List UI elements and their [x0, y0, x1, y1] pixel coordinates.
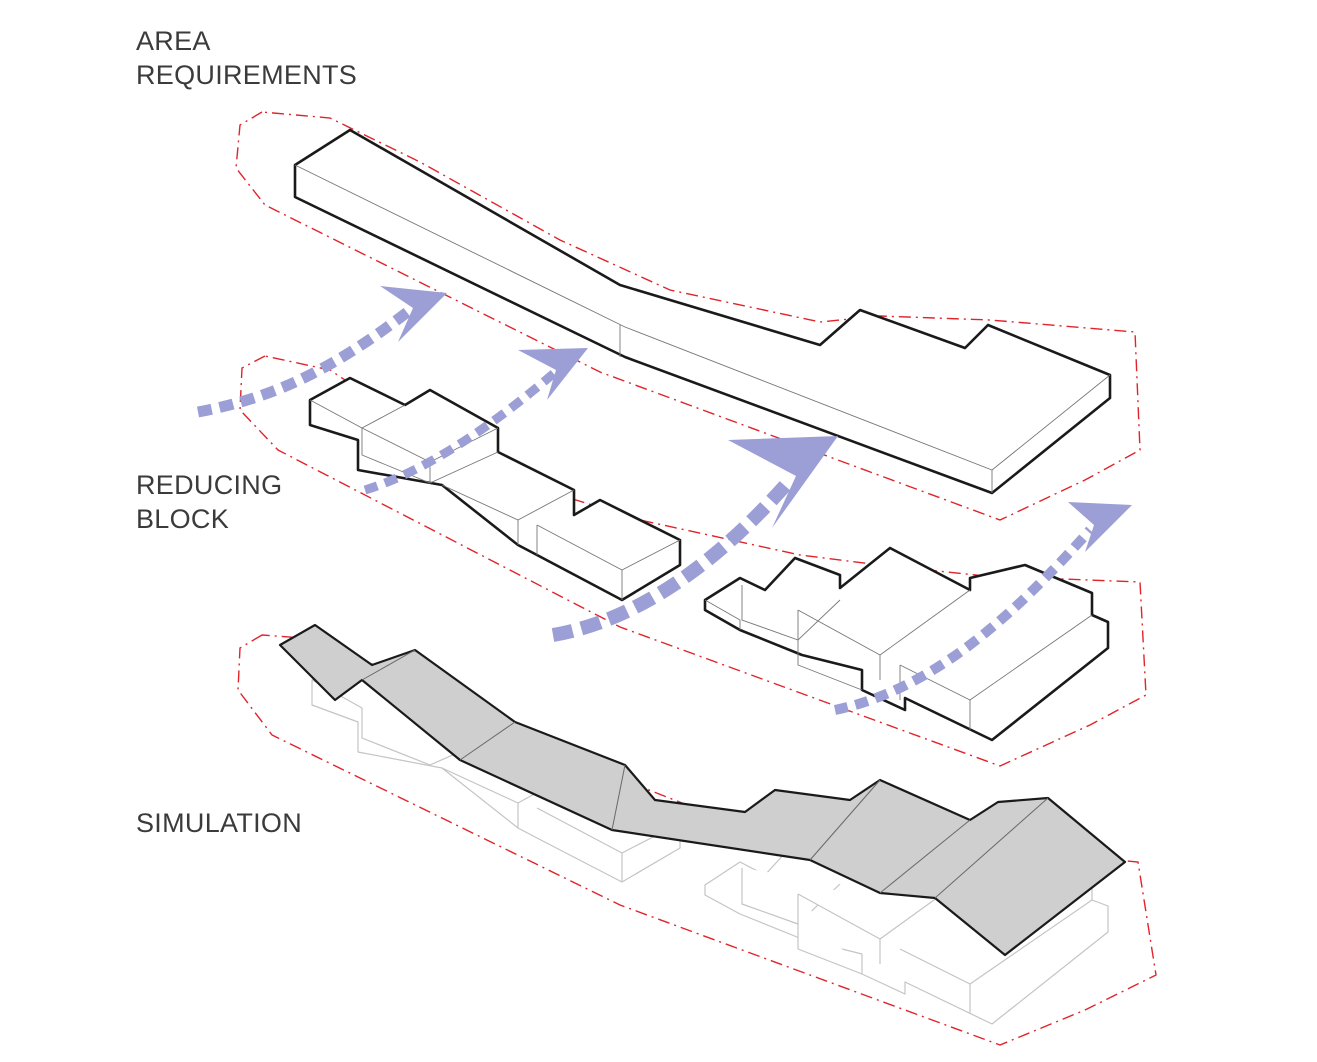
flow-arrow-3-head [728, 436, 838, 528]
flow-arrow-1-head [380, 286, 447, 342]
flow-arrow-4 [833, 526, 1094, 715]
folded-roof-surface [278, 623, 1127, 957]
label-simulation: SIMULATION [136, 808, 303, 838]
layer-reducing-block [196, 286, 1147, 767]
flow-arrows [196, 286, 1132, 715]
flow-arrow-2-head [518, 348, 588, 400]
site-boundary-1 [235, 111, 1141, 521]
label-area-requirements: AREA REQUIREMENTS [136, 26, 358, 90]
block-cluster-left [308, 376, 682, 602]
layer-area-requirements [235, 111, 1141, 521]
flow-arrow-1 [196, 305, 414, 418]
flow-arrow-2 [363, 364, 563, 495]
flow-arrow-4-head [1068, 502, 1132, 552]
layer-simulation [237, 623, 1157, 1046]
roof-fold-lines [361, 649, 1049, 899]
flow-arrow-3 [551, 475, 796, 642]
block-cluster-right [703, 546, 1110, 742]
label-reducing-block: REDUCING BLOCK [136, 470, 283, 534]
long-slab-block [293, 128, 1112, 495]
